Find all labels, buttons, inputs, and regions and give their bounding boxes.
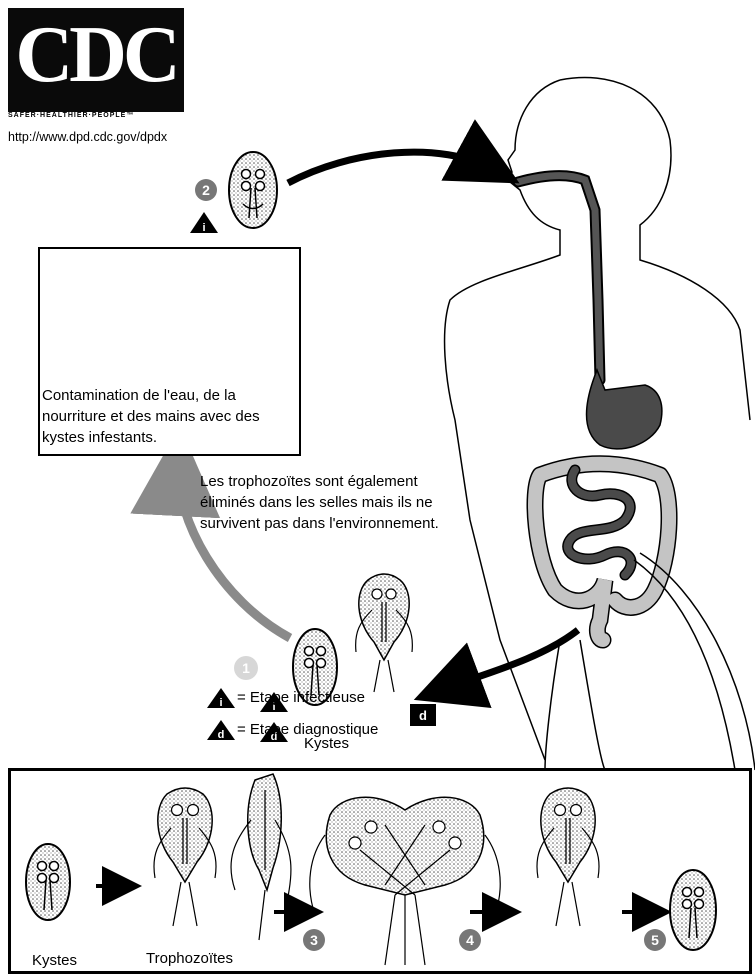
trophozoite-middle — [356, 574, 413, 692]
step-1-label: 1 — [242, 660, 250, 676]
cysts-label-bottom: Kystes — [32, 952, 77, 969]
svg-text:d: d — [419, 708, 427, 723]
contamination-text: Contamination de l'eau, de la nourriture… — [42, 385, 298, 448]
step-2-label: 2 — [202, 182, 210, 198]
svg-text:i: i — [202, 222, 205, 234]
cyst-step2 — [229, 152, 277, 228]
svg-text:i: i — [219, 697, 222, 709]
trophozoite-note: Les trophozoïtes sont également éliminés… — [200, 471, 440, 534]
arrow-to-mouth — [288, 152, 495, 183]
intestinal-stages-panel — [8, 768, 752, 974]
legend-infective-label: = Etape infectieuse — [237, 689, 365, 706]
cysts-label-middle: Kystes — [304, 735, 349, 752]
trophozoites-label-bottom: Trophozoïtes — [146, 950, 233, 967]
svg-text:d: d — [218, 729, 225, 741]
